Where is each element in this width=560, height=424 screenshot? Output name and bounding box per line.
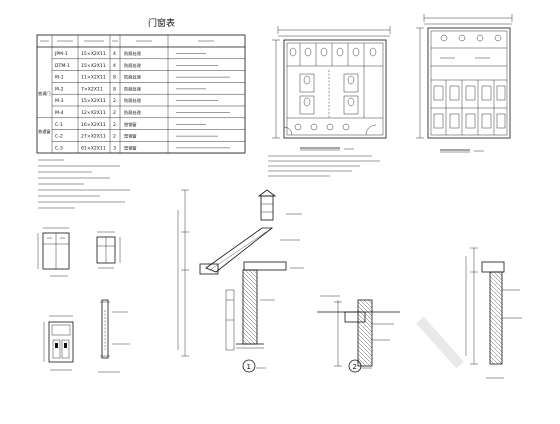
door-elevation-1 [37,227,70,277]
schedule-code: C-3 [55,145,63,151]
schedule-code: C-1 [55,122,63,128]
schedule-size: 12×X2X11 [81,110,106,116]
schedule-qty: 2 [113,110,116,116]
schedule-note: 塑钢窗 [124,133,137,140]
schedule-qty: 4 [113,51,116,57]
schedule-note: 塑钢窗 [124,144,137,151]
schedule-size: 16×X2X11 [81,122,106,128]
schedule-note: 防腐处理 [124,85,142,92]
window-section-detail [98,299,130,373]
door-elevation-2 [43,315,74,371]
schedule-size: 61×X2X11 [81,145,106,151]
schedule-code: M-1 [55,75,64,81]
schedule-code: M-3 [55,98,64,104]
schedule-qty: 8 [113,86,116,92]
schedule-note: 防腐处理 [124,74,142,81]
schedule-qty: 8 [113,75,116,81]
schedule-qty: 2 [113,134,116,140]
schedule-title: 门窗表 [148,17,175,29]
general-notes [38,159,130,209]
schedule-qty: 2 [113,122,116,128]
schedule-qty: 4 [113,63,116,69]
schedule-qty: 2 [113,98,116,104]
wall-section-detail-2: 2 [317,295,400,373]
door-window-schedule: 门窗表 普通门 普通窗 JPM-1 15×X2X11 4 防腐处理 DTM-1 15×X2… [36,17,246,154]
schedule-code: M-2 [55,86,64,92]
wall-section-detail-1: 1 [177,189,304,373]
schedule-note: 防腐处理 [124,62,142,69]
schedule-note: 防腐处理 [124,97,142,104]
detail-1-label: 1 [247,363,251,371]
schedule-size: 15×X2X11 [81,51,106,57]
schedule-group-doors: 普通门 [38,90,51,97]
schedule-note: 防腐处理 [124,109,142,116]
schedule-code: M-4 [55,110,64,116]
window-elevation-1 [96,231,121,269]
wall-section-detail-3 [465,247,522,379]
schedule-qty: 3 [113,145,116,151]
schedule-size: 11×X2X11 [81,75,106,81]
schedule-size: 7×X2X11 [81,86,103,92]
schedule-code: C-2 [55,134,63,140]
schedule-size: 27×X2X11 [81,134,106,140]
schedule-note: 塑钢窗 [124,121,137,128]
toilet-plan-left [268,26,391,177]
schedule-group-windows: 普通窗 [38,128,51,135]
schedule-note: 防腐处理 [124,50,142,57]
schedule-size: 15×X2X11 [81,63,106,69]
schedule-code: JPM-1 [54,51,68,57]
detail-2-label: 2 [353,363,357,371]
schedule-code: DTM-1 [55,63,70,69]
watermark-mark [416,316,464,369]
schedule-rows: JPM-1 15×X2X11 4 防腐处理 DTM-1 15×X2X11 4 防腐处理 M-1 1… [37,50,245,154]
toilet-plan-right [416,14,513,153]
schedule-size: 15×X2X11 [81,98,106,104]
